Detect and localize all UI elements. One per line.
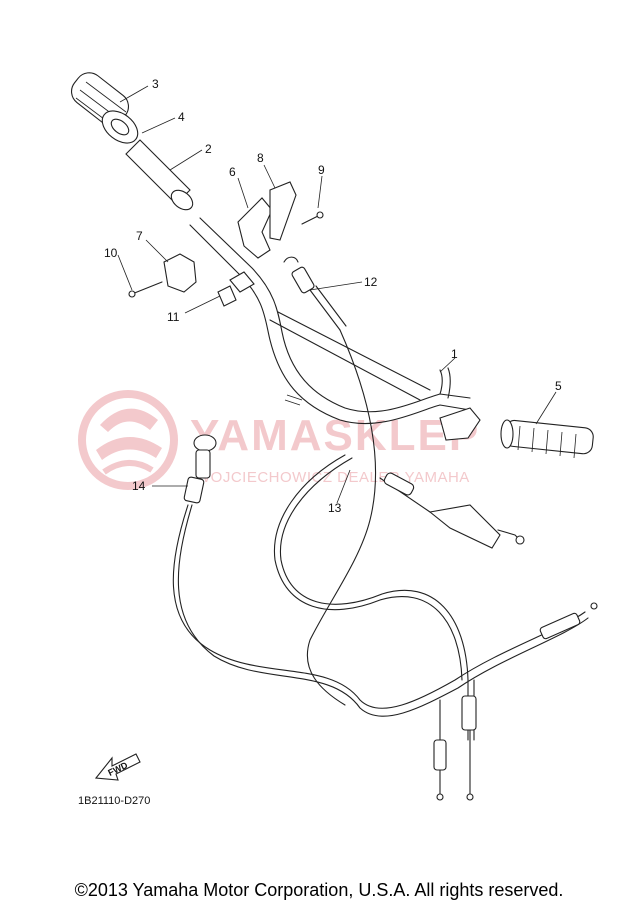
forward-direction-arrow-icon: FWD <box>94 753 141 781</box>
leader-lines <box>117 85 557 504</box>
right-grip <box>439 407 594 459</box>
left-grip <box>70 72 194 211</box>
callout-9: 9 <box>318 163 325 177</box>
callout-3: 3 <box>152 77 159 91</box>
watermark-brand: YAMASKLEP <box>190 411 480 460</box>
callout-7: 7 <box>136 229 143 243</box>
callout-12: 12 <box>364 275 378 289</box>
watermark: YAMASKLEP WOJCIECHOWICZ DEALER YAMAHA <box>78 390 480 490</box>
watermark-tagline: WOJCIECHOWICZ DEALER YAMAHA <box>196 469 470 486</box>
hot-start-plunger <box>183 434 217 504</box>
cables <box>172 329 589 761</box>
copyright-notice: ©2013 Yamaha Motor Corporation, U.S.A. A… <box>74 880 564 900</box>
callout-14: 14 <box>132 479 146 493</box>
callout-11: 11 <box>167 310 180 324</box>
clutch-lever-holder <box>128 181 324 307</box>
callout-5: 5 <box>555 379 562 393</box>
callouts: 3 4 2 1 5 6 7 8 9 10 11 12 13 14 <box>104 77 562 515</box>
callout-8: 8 <box>257 151 264 165</box>
watermark-logo-icon <box>78 390 178 490</box>
callout-13: 13 <box>328 501 342 515</box>
cable-fittings <box>433 602 598 801</box>
callout-2: 2 <box>205 142 212 156</box>
callout-6: 6 <box>229 165 236 179</box>
callout-10: 10 <box>104 246 118 260</box>
handlebar <box>189 217 471 425</box>
callout-4: 4 <box>178 110 185 124</box>
hot-start-lever <box>379 472 525 549</box>
cable-end-12 <box>283 256 347 331</box>
diagram-code: 1B21110-D270 <box>78 795 151 807</box>
callout-1: 1 <box>451 347 458 361</box>
